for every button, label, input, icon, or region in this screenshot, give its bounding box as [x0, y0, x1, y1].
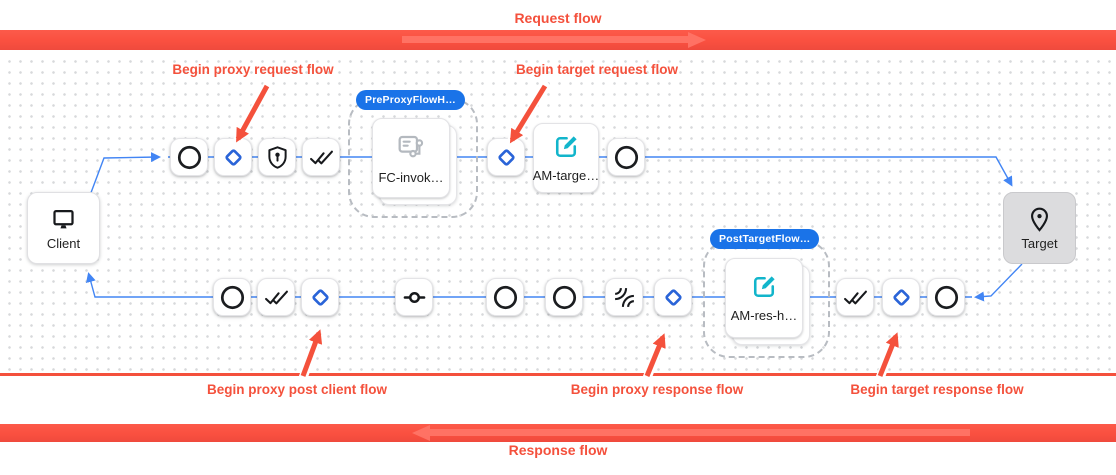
commit-marker-icon	[402, 285, 427, 310]
response-step-post-client-condition[interactable]	[301, 278, 339, 316]
target-label: Target	[1021, 235, 1058, 251]
response-band-arrowhead-icon	[412, 425, 430, 441]
response-step-target-response-condition[interactable]	[882, 278, 920, 316]
pre-proxy-flow-hook-badge[interactable]: PreProxyFlowH…	[356, 90, 465, 110]
request-step-verify-api-key[interactable]	[258, 138, 296, 176]
leak-signal-icon	[612, 285, 637, 310]
response-step-flow-marker[interactable]	[213, 278, 251, 316]
request-flow-label: Request flow	[514, 10, 602, 26]
response-step-commit[interactable]	[395, 278, 433, 316]
request-step-proxy-condition[interactable]	[214, 138, 252, 176]
flow-marker-circle-icon	[177, 145, 202, 170]
condition-diamond-icon	[661, 285, 686, 310]
node-am-target[interactable]: AM-targe…	[533, 123, 599, 193]
condition-diamond-icon	[308, 285, 333, 310]
response-step-flow-marker-end[interactable]	[927, 278, 965, 316]
request-step-flow-marker-end[interactable]	[607, 138, 645, 176]
annotation-begin-proxy-response-flow: Begin proxy response flow	[570, 382, 744, 397]
location-pin-icon	[1026, 206, 1053, 233]
fc-invoke-label: FC-invok…	[378, 170, 444, 185]
am-response-hook-label: AM-res-h…	[730, 308, 798, 323]
am-target-label: AM-targe…	[532, 168, 600, 183]
done-all-check-icon	[309, 145, 334, 170]
flow-marker-circle-icon	[220, 285, 245, 310]
node-fc-invoke[interactable]: FC-invok…	[372, 118, 457, 205]
node-am-response-hook[interactable]: AM-res-h…	[725, 258, 810, 345]
annotation-begin-proxy-post-client-flow: Begin proxy post client flow	[206, 382, 388, 397]
request-step-flow-marker[interactable]	[170, 138, 208, 176]
flow-canvas-grid[interactable]	[0, 52, 1116, 373]
assign-message-edit-icon	[552, 133, 580, 161]
post-target-flow-hook-badge[interactable]: PostTargetFlow…	[710, 229, 820, 249]
response-flow-label: Response flow	[508, 442, 608, 458]
flow-marker-circle-icon	[552, 285, 577, 310]
canvas-bottom-red-divider	[0, 373, 1116, 376]
flow-callout-icon	[395, 131, 427, 163]
response-step-leak-signal[interactable]	[605, 278, 643, 316]
flow-marker-circle-icon	[934, 285, 959, 310]
response-step-proxy-response-condition[interactable]	[654, 278, 692, 316]
done-all-check-icon	[264, 285, 289, 310]
monitor-icon	[50, 206, 77, 233]
response-step-done-all-2[interactable]	[836, 278, 874, 316]
client-endpoint-node[interactable]: Client	[27, 192, 100, 264]
flow-marker-circle-icon	[493, 285, 518, 310]
response-step-flow-marker-2[interactable]	[486, 278, 524, 316]
annotation-begin-proxy-request-flow: Begin proxy request flow	[172, 62, 334, 77]
condition-diamond-icon	[221, 145, 246, 170]
condition-diamond-icon	[494, 145, 519, 170]
verify-api-key-shield-icon	[265, 145, 290, 170]
response-step-flow-marker-3[interactable]	[545, 278, 583, 316]
assign-message-edit-icon	[750, 273, 778, 301]
done-all-check-icon	[843, 285, 868, 310]
annotation-begin-target-response-flow: Begin target response flow	[850, 382, 1024, 397]
request-band-arrow	[402, 36, 688, 43]
flow-marker-circle-icon	[614, 145, 639, 170]
target-endpoint-node[interactable]: Target	[1003, 192, 1076, 264]
response-band-arrow	[430, 429, 970, 436]
response-step-done-all[interactable]	[257, 278, 295, 316]
condition-diamond-icon	[889, 285, 914, 310]
client-label: Client	[46, 235, 81, 251]
request-step-target-condition[interactable]	[487, 138, 525, 176]
request-step-done-all[interactable]	[302, 138, 340, 176]
annotation-begin-target-request-flow: Begin target request flow	[515, 62, 679, 77]
request-band-arrowhead-icon	[688, 32, 706, 48]
